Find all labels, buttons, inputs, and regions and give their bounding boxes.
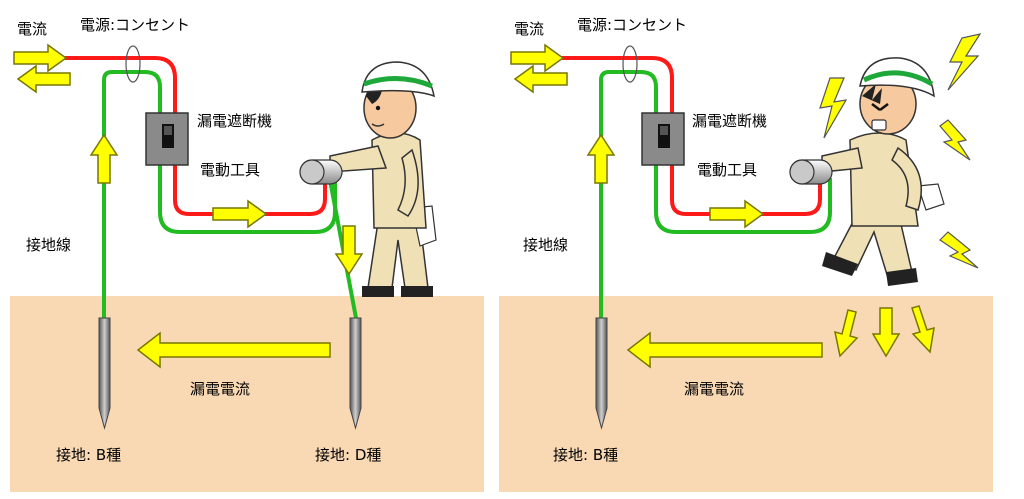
- current-arrow-left-icon: [16, 64, 71, 94]
- worker-shocked: [821, 57, 945, 286]
- ground-rod-b: [595, 317, 608, 430]
- label-power-source: 電源:コンセント: [577, 16, 687, 34]
- power-tool-icon: [299, 159, 343, 185]
- body-leak-arrow-1-icon: [834, 309, 859, 358]
- label-breaker: 漏電遮断機: [692, 112, 767, 130]
- earth-leakage-breaker-icon: [641, 112, 685, 166]
- ground-rod-b: [98, 317, 111, 430]
- outlet-clamp-icon: [125, 45, 141, 83]
- label-breaker: 漏電遮断機: [197, 112, 272, 130]
- ground-wire: [599, 70, 832, 320]
- ground-rod-d: [349, 317, 362, 430]
- body-leak-arrow-2-icon: [871, 307, 901, 358]
- body-leak-arrow-3-icon: [911, 305, 935, 354]
- ground-wire-up-arrow-icon: [89, 133, 119, 184]
- leak-down-arrow-icon: [334, 225, 364, 276]
- tool-current-arrow-icon: [212, 199, 268, 229]
- label-leak-current: 漏電電流: [684, 380, 744, 398]
- leak-current-arrow-icon: [136, 331, 331, 369]
- shock-bolt-4-icon: [939, 231, 979, 269]
- outlet-clamp-icon: [622, 45, 638, 83]
- current-arrow-left-icon: [513, 64, 568, 94]
- right-panel: 電流 電源:コンセント 漏電遮断機 電動工具 接地線 漏電電流 接地: B種: [499, 16, 993, 492]
- label-ground-b: 接地: B種: [56, 446, 121, 464]
- current-arrow-right-icon: [13, 43, 68, 73]
- left-panel: 電流 電源:コンセント 漏電遮断機 電動工具 接地線 漏電電流 接地: B種 接…: [10, 16, 484, 492]
- label-ground-d: 接地: D種: [315, 446, 381, 464]
- label-tool: 電動工具: [697, 161, 757, 179]
- worker-safe: [329, 61, 437, 297]
- earth-leakage-breaker-icon: [145, 112, 189, 166]
- label-ground-wire: 接地線: [26, 236, 71, 254]
- label-current: 電流: [514, 20, 544, 38]
- ground-soil: [499, 296, 993, 492]
- leak-current-arrow-icon: [626, 331, 823, 369]
- power-tool-icon: [789, 159, 833, 185]
- live-wire: [40, 56, 327, 216]
- ground-soil: [10, 296, 484, 492]
- label-ground-b: 接地: B種: [553, 446, 618, 464]
- current-arrow-right-icon: [510, 43, 565, 73]
- label-ground-wire: 接地線: [523, 236, 568, 254]
- tool-current-arrow-icon: [709, 199, 765, 229]
- label-leak-current: 漏電電流: [190, 380, 250, 398]
- ground-wire: [102, 70, 337, 320]
- shock-bolt-2-icon: [947, 33, 982, 91]
- live-wire: [537, 56, 822, 216]
- label-tool: 電動工具: [200, 161, 260, 179]
- shock-bolt-3-icon: [939, 119, 971, 161]
- label-power-source: 電源:コンセント: [80, 16, 190, 34]
- label-current: 電流: [17, 20, 47, 38]
- shock-bolt-1-icon: [819, 77, 848, 139]
- ground-wire-up-arrow-icon: [586, 133, 616, 184]
